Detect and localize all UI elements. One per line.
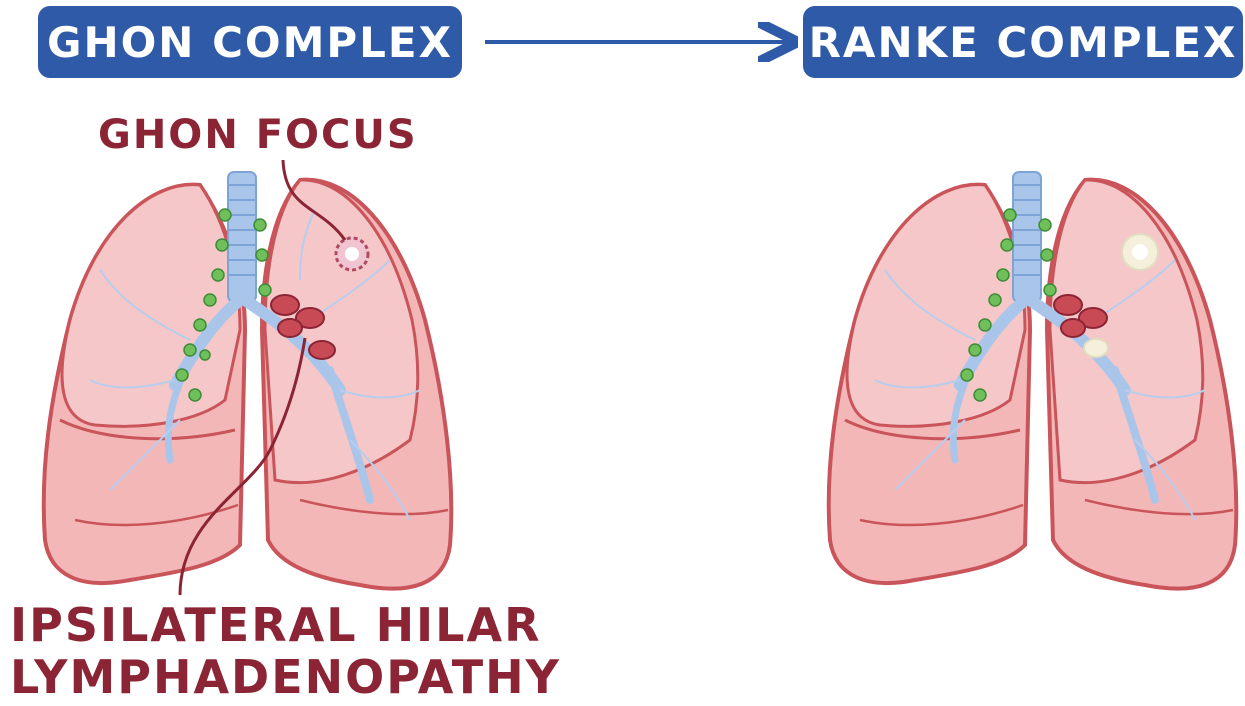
- calcified-ghon-focus: [1122, 234, 1158, 270]
- right-lung-left-diagram: [44, 185, 245, 583]
- right-lungs-illustration: [829, 172, 1237, 589]
- calcified-hilar-node: [1084, 339, 1108, 357]
- left-lungs-illustration: [44, 160, 452, 595]
- right-lung-right-diagram: [829, 185, 1030, 583]
- ghon-focus-lesion: [336, 238, 368, 270]
